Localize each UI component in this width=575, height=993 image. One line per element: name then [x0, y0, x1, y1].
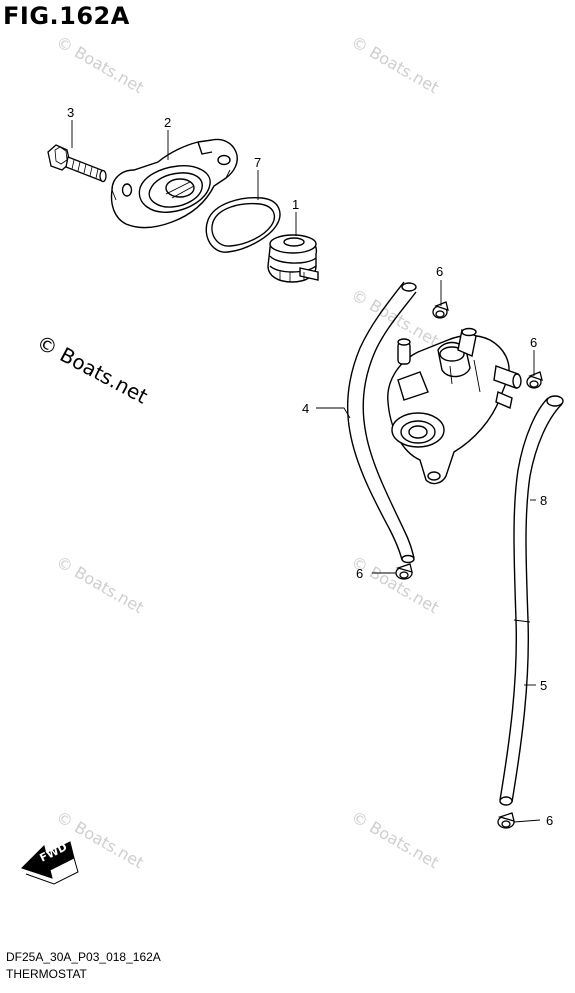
leader-lines — [71, 120, 541, 823]
part-thermostat-cover — [110, 138, 238, 229]
figure-code: DF25A_30A_P03_018_162A — [6, 950, 161, 964]
fwd-arrow: FWD — [21, 840, 79, 885]
callout-4: 4 — [302, 401, 309, 416]
callout-6-upper: 6 — [436, 264, 443, 279]
watermark-faint-6: © Boats.net — [53, 807, 147, 872]
clip-middle — [395, 563, 413, 580]
callout-labels: 3 2 7 1 6 6 4 8 6 5 6 — [67, 105, 553, 828]
callout-2: 2 — [164, 115, 171, 130]
watermark-faint-5: © Boats.net — [348, 552, 442, 617]
callout-6-middle: 6 — [356, 566, 363, 581]
clip-upper — [432, 301, 449, 319]
part-clips — [395, 301, 543, 829]
callout-5: 5 — [540, 678, 547, 693]
watermark-faint-4: © Boats.net — [53, 552, 147, 617]
figure-title: FIG.162A — [3, 2, 130, 30]
clip-lower — [497, 812, 515, 829]
figure-name: THERMOSTAT — [6, 967, 87, 981]
callout-3: 3 — [67, 105, 74, 120]
part-hose-lower — [499, 395, 564, 806]
part-bolt — [47, 144, 107, 183]
callout-6-right: 6 — [530, 335, 537, 350]
faint-watermarks: © Boats.net © Boats.net © Boats.net © Bo… — [53, 32, 442, 872]
part-thermostat — [267, 234, 319, 283]
callout-6-lower: 6 — [546, 813, 553, 828]
watermark-faint-2: © Boats.net — [348, 32, 442, 97]
part-hose-upper — [346, 281, 417, 564]
clip-right — [526, 371, 543, 389]
part-gasket — [205, 197, 281, 253]
watermark-faint-7: © Boats.net — [348, 807, 442, 872]
callout-1: 1 — [292, 197, 299, 212]
callout-7: 7 — [254, 155, 261, 170]
watermark-faint-3: © Boats.net — [348, 285, 442, 350]
callout-8: 8 — [540, 493, 547, 508]
watermark-faint-1: © Boats.net — [53, 32, 147, 97]
part-thermostat-housing — [387, 327, 522, 485]
